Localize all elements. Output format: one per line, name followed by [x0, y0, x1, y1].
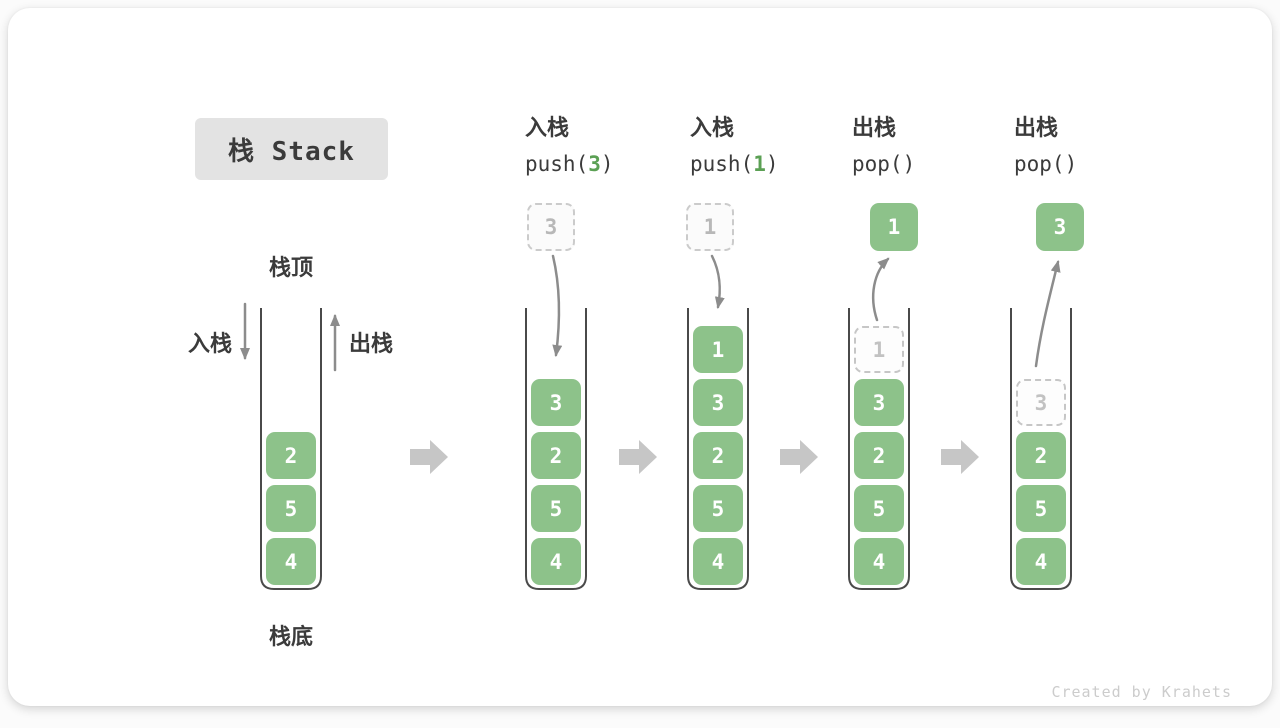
code-pre: pop(: [852, 152, 903, 176]
stack-item: 5: [1016, 485, 1066, 532]
stack-item: 2: [693, 432, 743, 479]
stack-item: 5: [693, 485, 743, 532]
incoming-value-box: 3: [527, 203, 575, 251]
stack-container-push-3: 3 2 5 4: [525, 308, 587, 590]
stack-item: 3: [854, 379, 904, 426]
stack-item: 4: [531, 538, 581, 585]
stack-outline: [848, 308, 910, 590]
incoming-value-box: 1: [686, 203, 734, 251]
stage-code: push(3): [525, 151, 614, 177]
code-pre: pop(: [1014, 152, 1065, 176]
code-pre: push(: [690, 152, 754, 176]
stack-container-pop-3: 3 2 5 4: [1010, 308, 1072, 590]
stack-outline: [687, 308, 749, 590]
ghost-item: 1: [854, 326, 904, 373]
arrows-layer: [240, 254, 1061, 474]
ghost-item: 3: [1016, 379, 1066, 426]
stack-container-push-1: 1 3 2 5 4: [687, 308, 749, 590]
stage-op-label: 入栈: [525, 116, 570, 141]
stack-item: 3: [531, 379, 581, 426]
stage-code: pop(): [852, 151, 915, 177]
stack-item: 5: [266, 485, 316, 532]
stage-code: push(1): [690, 151, 779, 177]
stack-item: 5: [531, 485, 581, 532]
title-label: 栈 Stack: [228, 136, 355, 167]
flow-arrow-icon: [780, 440, 818, 474]
flow-arrow-icon: [410, 440, 448, 474]
pop-direction-label: 出栈: [349, 332, 394, 357]
stack-item: 4: [854, 538, 904, 585]
stack-top-label: 栈顶: [268, 256, 313, 281]
stack-item: 2: [854, 432, 904, 479]
stack-item: 2: [531, 432, 581, 479]
code-post: ): [600, 152, 614, 176]
stack-outline: [260, 308, 322, 590]
push-transfer-arrow-icon: [710, 254, 725, 309]
popped-value-box: 3: [1036, 203, 1084, 251]
stage-op-label: 入栈: [690, 116, 735, 141]
stack-item: 4: [693, 538, 743, 585]
popped-value-box: 1: [870, 203, 918, 251]
canvas-card: 栈 Stack 栈顶 入栈 出栈 栈底 2 5 4 入栈 push(3) 3 3…: [8, 8, 1272, 706]
code-arg: 1: [753, 152, 766, 176]
code-arg: 3: [588, 152, 601, 176]
stage-op-label: 出栈: [1014, 116, 1059, 141]
stack-outline: [1010, 308, 1072, 590]
stack-item: 2: [1016, 432, 1066, 479]
flow-arrow-icon: [941, 440, 979, 474]
stage-code: pop(): [1014, 151, 1077, 177]
stack-item: 5: [854, 485, 904, 532]
stack-bottom-label: 栈底: [268, 625, 313, 650]
push-direction-label: 入栈: [188, 332, 233, 357]
stack-item: 4: [1016, 538, 1066, 585]
stack-item: 2: [266, 432, 316, 479]
footer-credit: Created by Krahets: [1051, 683, 1232, 701]
stack-outline: [525, 308, 587, 590]
code-post: ): [902, 152, 916, 176]
code-pre: push(: [525, 152, 589, 176]
stack-item: 3: [693, 379, 743, 426]
stack-item: 4: [266, 538, 316, 585]
title-badge: 栈 Stack: [195, 118, 388, 180]
stack-container-pop-1: 1 3 2 5 4: [848, 308, 910, 590]
stage-op-label: 出栈: [852, 116, 897, 141]
flow-arrow-icon: [619, 440, 657, 474]
code-post: ): [1064, 152, 1078, 176]
stack-container-initial: 2 5 4: [260, 308, 322, 590]
stack-item: 1: [693, 326, 743, 373]
code-post: ): [765, 152, 779, 176]
